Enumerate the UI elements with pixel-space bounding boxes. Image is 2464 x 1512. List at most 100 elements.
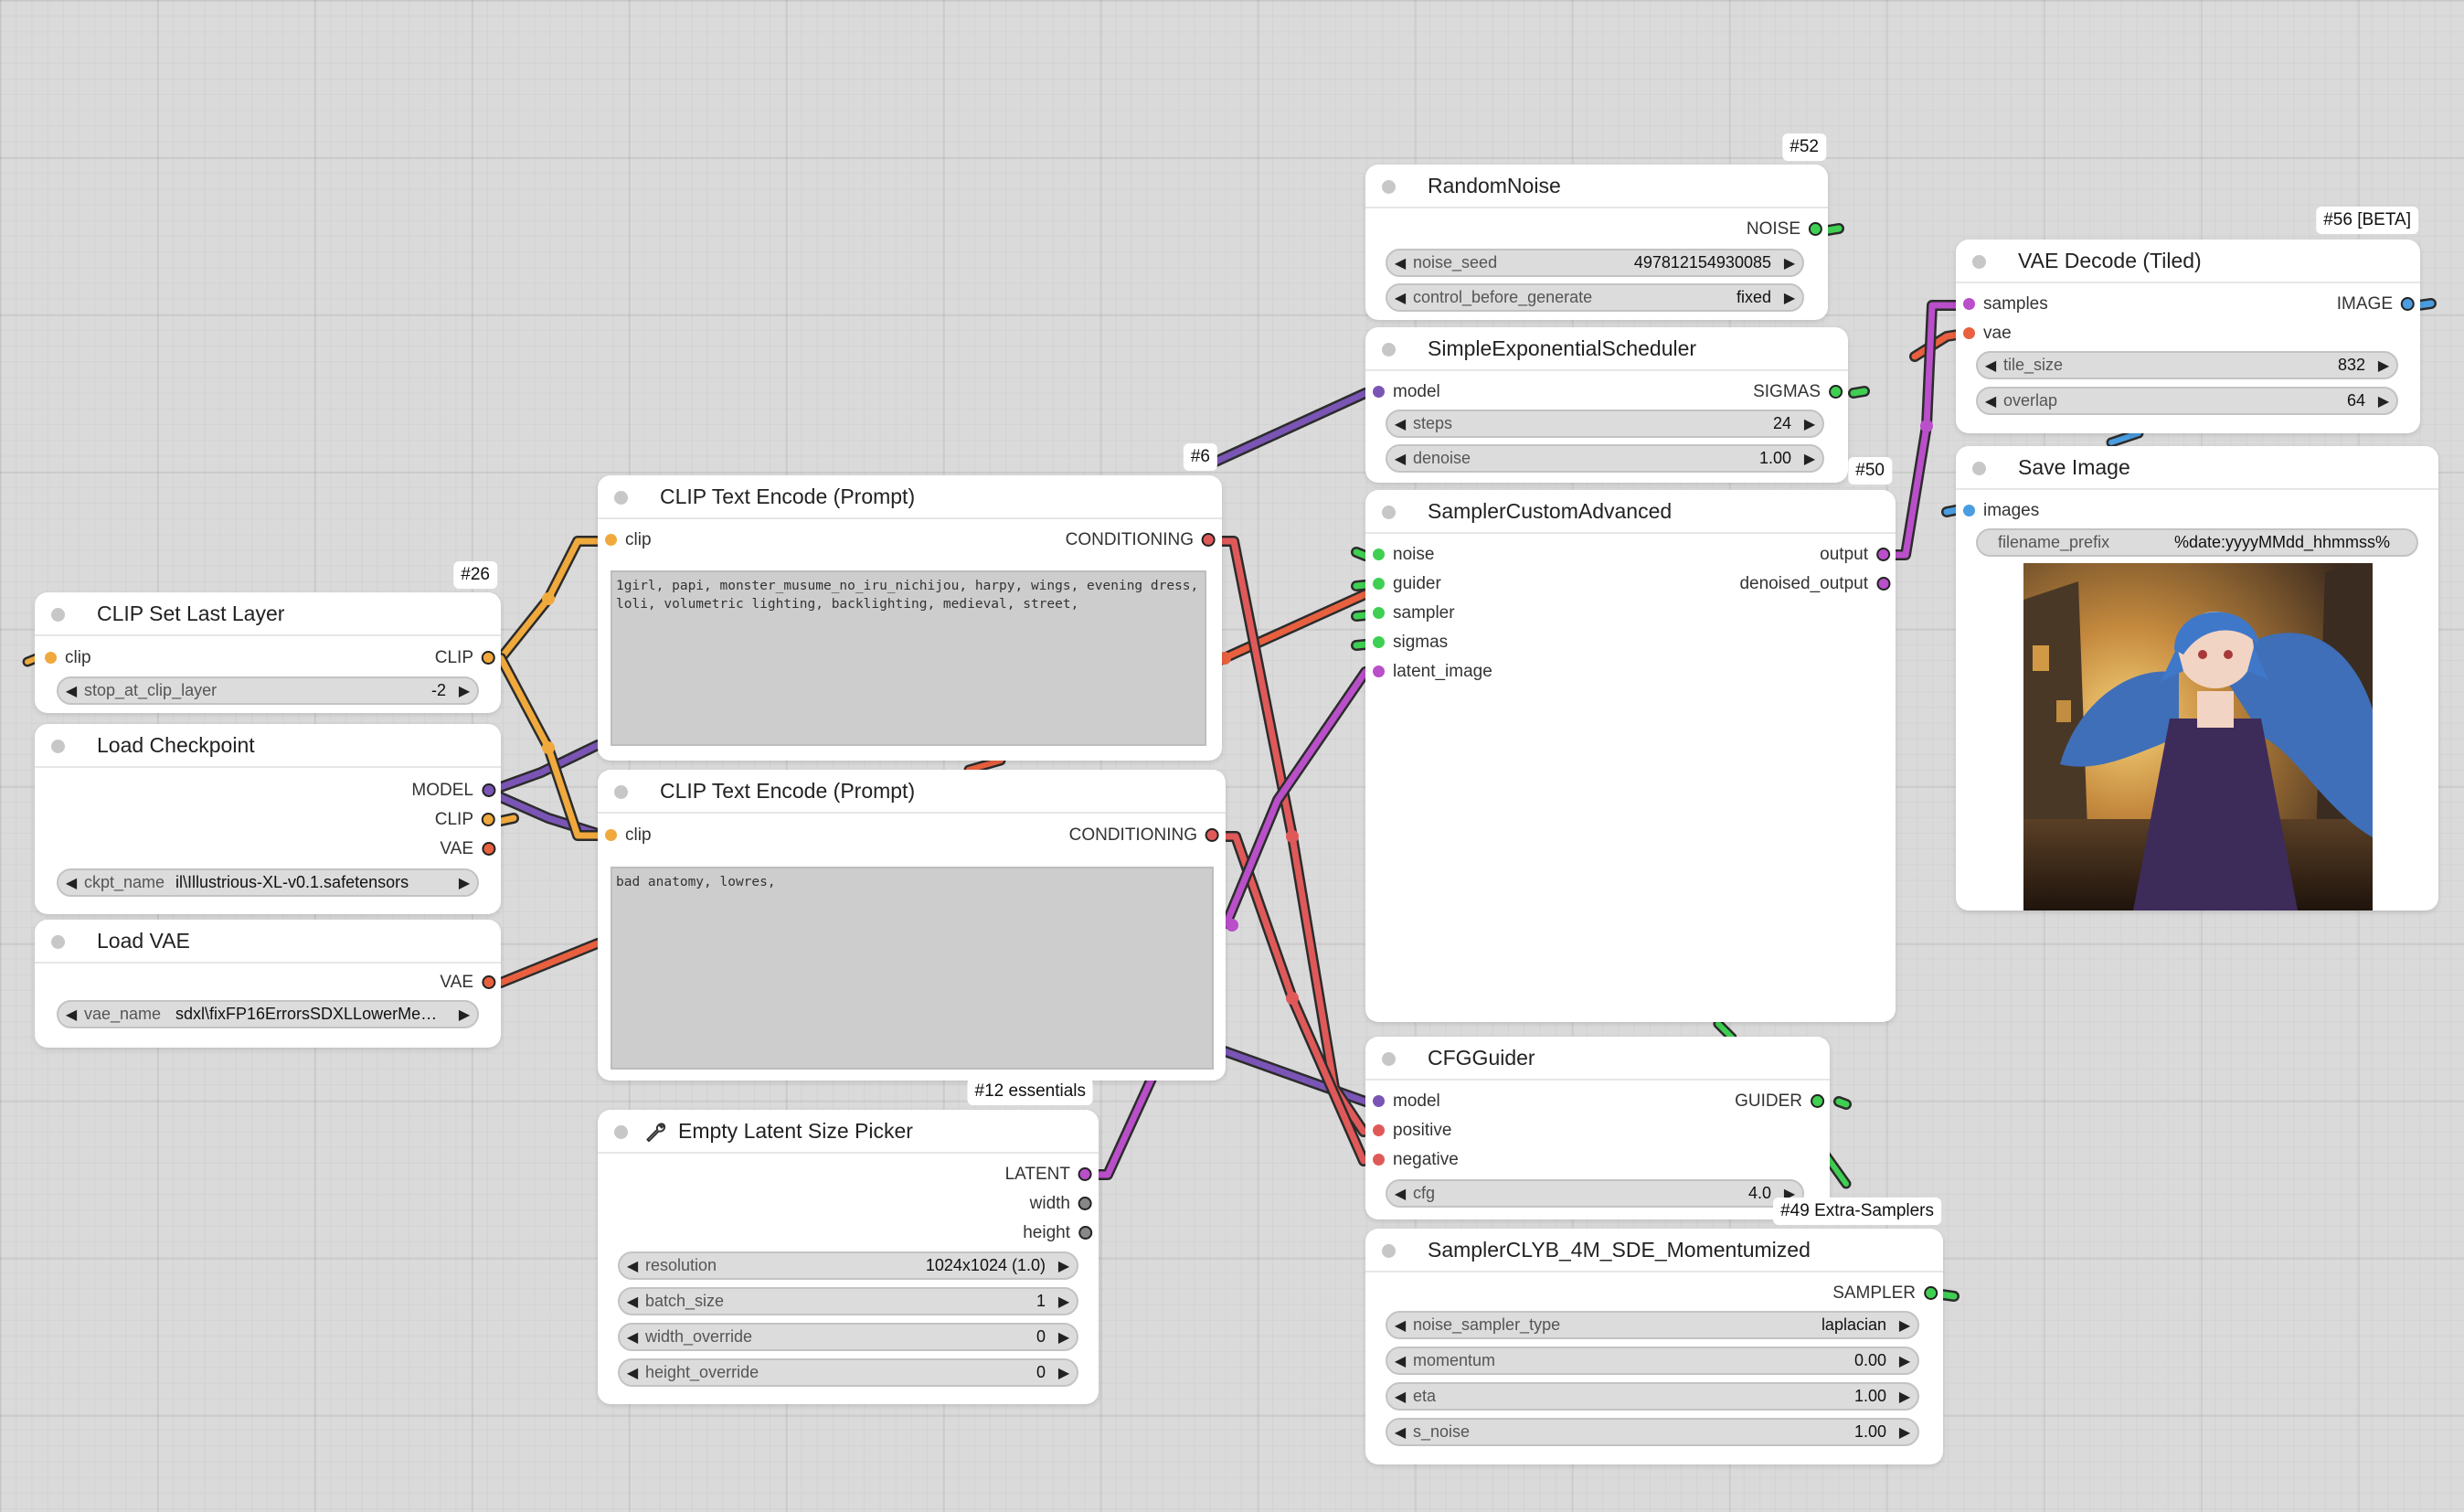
increment-arrow-icon[interactable]: ▶ (1898, 1353, 1911, 1369)
increment-arrow-icon[interactable]: ▶ (1057, 1365, 1070, 1381)
increment-arrow-icon[interactable]: ▶ (1898, 1424, 1911, 1441)
input-slot-sigmas[interactable]: sigmas (1373, 633, 1448, 653)
output-slot-image[interactable]: IMAGE (2337, 294, 2415, 314)
increment-arrow-icon[interactable]: ▶ (1803, 451, 1816, 467)
decrement-arrow-icon[interactable]: ◀ (65, 1006, 78, 1023)
decrement-arrow-icon[interactable]: ◀ (1984, 357, 1997, 374)
input-slot-images[interactable]: images (1963, 501, 2039, 521)
prompt-textarea[interactable]: bad anatomy, lowres, (611, 867, 1214, 1070)
increment-arrow-icon[interactable]: ▶ (458, 683, 471, 699)
increment-arrow-icon[interactable]: ▶ (1057, 1258, 1070, 1274)
prompt-textarea[interactable]: 1girl, papi, monster_musume_no_iru_nichi… (611, 570, 1206, 746)
output-slot-vae[interactable]: VAE (440, 973, 495, 993)
decrement-arrow-icon[interactable]: ◀ (1394, 416, 1407, 432)
input-slot-model[interactable]: model (1373, 1091, 1440, 1112)
input-slot-samples[interactable]: samples (1963, 294, 2048, 314)
output-slot-guider[interactable]: GUIDER (1735, 1091, 1824, 1112)
cfg-widget[interactable]: ◀ cfg 4.0 ▶ (1386, 1179, 1804, 1208)
input-slot-noise[interactable]: noise (1373, 545, 1434, 565)
random-noise-node[interactable]: RandomNoise NOISE ◀ noise_seed 497812154… (1365, 165, 1828, 320)
decrement-arrow-icon[interactable]: ◀ (1394, 451, 1407, 467)
node-header[interactable]: CLIP Set Last Layer (35, 592, 501, 636)
decrement-arrow-icon[interactable]: ◀ (1394, 255, 1407, 272)
node-header[interactable]: VAE Decode (Tiled) (1956, 240, 2420, 283)
node-header[interactable]: CFGGuider (1365, 1037, 1830, 1081)
node-header[interactable]: Load VAE (35, 920, 501, 964)
output-slot-conditioning[interactable]: CONDITIONING (1069, 825, 1219, 846)
decrement-arrow-icon[interactable]: ◀ (65, 683, 78, 699)
output-slot-height[interactable]: height (1023, 1223, 1092, 1243)
cfg-guider-node[interactable]: CFGGuider model positive negative GUIDER… (1365, 1037, 1830, 1219)
decrement-arrow-icon[interactable]: ◀ (626, 1365, 639, 1381)
input-slot-vae[interactable]: vae (1963, 324, 2012, 344)
height-override-widget[interactable]: ◀ height_override 0 ▶ (618, 1358, 1078, 1387)
clip-text-encode-positive-node[interactable]: CLIP Text Encode (Prompt) clip CONDITION… (598, 475, 1222, 761)
clip-text-encode-negative-node[interactable]: CLIP Text Encode (Prompt) clip CONDITION… (598, 770, 1226, 1081)
node-header[interactable]: Empty Latent Size Picker (598, 1110, 1099, 1154)
output-slot-model[interactable]: MODEL (411, 781, 495, 801)
eta-widget[interactable]: ◀ eta 1.00 ▶ (1386, 1382, 1919, 1411)
decrement-arrow-icon[interactable]: ◀ (626, 1329, 639, 1346)
batch-size-widget[interactable]: ◀ batch_size 1 ▶ (618, 1287, 1078, 1315)
input-slot-negative[interactable]: negative (1373, 1150, 1459, 1170)
input-slot-clip[interactable]: clip (605, 825, 652, 846)
increment-arrow-icon[interactable]: ▶ (1783, 255, 1796, 272)
output-slot-latent[interactable]: LATENT (1005, 1165, 1092, 1185)
noise-sampler-type-widget[interactable]: ◀ noise_sampler_type laplacian ▶ (1386, 1311, 1919, 1339)
node-header[interactable]: SamplerCLYB_4M_SDE_Momentumized (1365, 1229, 1943, 1272)
output-slot-denoised-output[interactable]: denoised_output (1739, 574, 1890, 594)
node-header[interactable]: RandomNoise (1365, 165, 1828, 208)
momentum-widget[interactable]: ◀ momentum 0.00 ▶ (1386, 1347, 1919, 1375)
clip-set-last-layer-node[interactable]: CLIP Set Last Layer clip CLIP ◀ stop_at_… (35, 592, 501, 713)
save-image-node[interactable]: Save Image images filename_prefix %date:… (1956, 446, 2438, 910)
tile-size-widget[interactable]: ◀ tile_size 832 ▶ (1976, 351, 2398, 379)
input-slot-positive[interactable]: positive (1373, 1121, 1451, 1141)
increment-arrow-icon[interactable]: ▶ (1783, 290, 1796, 306)
width-override-widget[interactable]: ◀ width_override 0 ▶ (618, 1323, 1078, 1351)
decrement-arrow-icon[interactable]: ◀ (1394, 1186, 1407, 1202)
input-slot-sampler[interactable]: sampler (1373, 603, 1455, 623)
increment-arrow-icon[interactable]: ▶ (2377, 357, 2390, 374)
overlap-widget[interactable]: ◀ overlap 64 ▶ (1976, 387, 2398, 415)
increment-arrow-icon[interactable]: ▶ (1057, 1294, 1070, 1310)
load-checkpoint-node[interactable]: Load Checkpoint MODEL CLIP VAE ◀ ckpt_na… (35, 724, 501, 914)
input-slot-clip[interactable]: clip (605, 530, 652, 550)
node-header[interactable]: Load Checkpoint (35, 724, 501, 768)
output-slot-sigmas[interactable]: SIGMAS (1753, 382, 1843, 402)
decrement-arrow-icon[interactable]: ◀ (1394, 1353, 1407, 1369)
decrement-arrow-icon[interactable]: ◀ (1984, 393, 1997, 410)
decrement-arrow-icon[interactable]: ◀ (1394, 290, 1407, 306)
empty-latent-size-picker-node[interactable]: Empty Latent Size Picker LATENT width he… (598, 1110, 1099, 1404)
node-header[interactable]: CLIP Text Encode (Prompt) (598, 475, 1222, 519)
decrement-arrow-icon[interactable]: ◀ (626, 1294, 639, 1310)
node-header[interactable]: SamplerCustomAdvanced (1365, 490, 1896, 534)
decrement-arrow-icon[interactable]: ◀ (1394, 1424, 1407, 1441)
output-slot-conditioning[interactable]: CONDITIONING (1066, 530, 1216, 550)
stop-at-clip-layer-widget[interactable]: ◀ stop_at_clip_layer -2 ▶ (57, 676, 479, 705)
decrement-arrow-icon[interactable]: ◀ (1394, 1317, 1407, 1334)
steps-widget[interactable]: ◀ steps 24 ▶ (1386, 410, 1824, 438)
load-vae-node[interactable]: Load VAE VAE ◀ vae_name sdxl\fixFP16Erro… (35, 920, 501, 1048)
node-header[interactable]: CLIP Text Encode (Prompt) (598, 770, 1226, 814)
increment-arrow-icon[interactable]: ▶ (458, 875, 471, 891)
filename-prefix-widget[interactable]: filename_prefix %date:yyyyMMdd_hhmmss% (1976, 528, 2418, 557)
sampler-custom-advanced-node[interactable]: SamplerCustomAdvanced noise guider sampl… (1365, 490, 1896, 1022)
increment-arrow-icon[interactable]: ▶ (458, 1006, 471, 1023)
simple-exponential-scheduler-node[interactable]: SimpleExponentialScheduler model SIGMAS … (1365, 327, 1848, 483)
control-before-generate-widget[interactable]: ◀ control_before_generate fixed ▶ (1386, 283, 1804, 312)
output-slot-clip[interactable]: CLIP (435, 648, 495, 668)
output-slot-noise[interactable]: NOISE (1747, 219, 1822, 240)
resolution-widget[interactable]: ◀ resolution 1024x1024 (1.0) ▶ (618, 1251, 1078, 1280)
input-slot-guider[interactable]: guider (1373, 574, 1441, 594)
decrement-arrow-icon[interactable]: ◀ (626, 1258, 639, 1274)
increment-arrow-icon[interactable]: ▶ (1803, 416, 1816, 432)
decrement-arrow-icon[interactable]: ◀ (65, 875, 78, 891)
output-slot-width[interactable]: width (1030, 1194, 1092, 1214)
node-header[interactable]: SimpleExponentialScheduler (1365, 327, 1848, 371)
denoise-widget[interactable]: ◀ denoise 1.00 ▶ (1386, 444, 1824, 473)
node-header[interactable]: Save Image (1956, 446, 2438, 490)
ckpt-name-widget[interactable]: ◀ ckpt_name il\Illustrious-XL-v0.1.safet… (57, 868, 479, 897)
increment-arrow-icon[interactable]: ▶ (1898, 1389, 1911, 1405)
input-slot-clip[interactable]: clip (45, 648, 91, 668)
output-slot-clip[interactable]: CLIP (435, 810, 495, 830)
